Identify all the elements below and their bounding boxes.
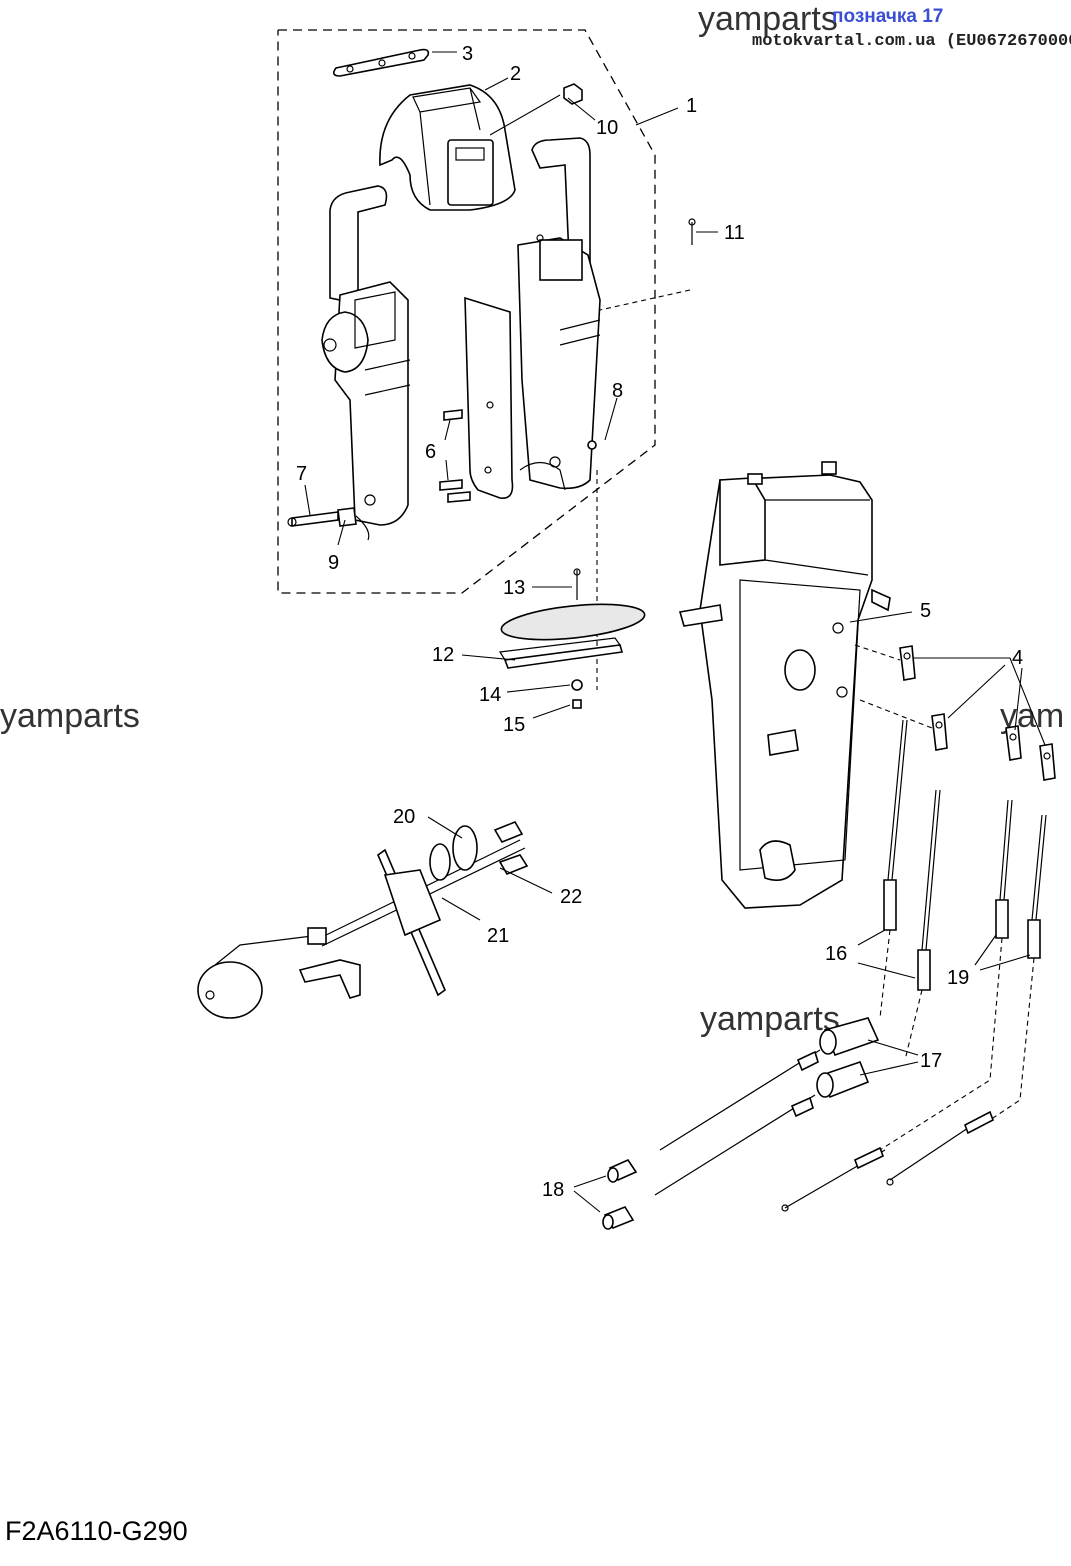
callout-22: 22	[560, 886, 582, 908]
assembly-boundary	[277, 29, 656, 594]
callout-12: 12	[432, 644, 454, 666]
callout-15: 15	[503, 714, 525, 736]
callout-20: 20	[393, 806, 415, 828]
watermark-top: yamparts	[698, 0, 838, 38]
callout-5: 5	[920, 600, 931, 622]
dotted-line-19a	[879, 937, 1003, 1151]
left-control-housing	[321, 185, 411, 526]
dotted-line-16b	[904, 989, 923, 1061]
callout-8: 8	[612, 380, 623, 402]
center-plate	[464, 296, 514, 499]
part-9-clip	[337, 507, 370, 541]
callout-16: 16	[825, 943, 847, 965]
callout-18: 18	[542, 1179, 564, 1201]
part-10-block	[563, 83, 583, 105]
dotted-line-4a	[854, 644, 901, 661]
part-18-caps	[602, 1158, 638, 1230]
dotted-line-19b	[989, 957, 1035, 1121]
callout-2: 2	[510, 63, 521, 85]
dotted-line-11	[599, 289, 691, 311]
part-19-cables	[995, 799, 1047, 959]
part-16-cables	[883, 719, 941, 991]
callout-10: 10	[596, 117, 618, 139]
callout-7: 7	[296, 463, 307, 485]
leader-lines	[304, 51, 1046, 1213]
source-text: motokvartal.com.ua (EU0672670000)	[752, 32, 1071, 51]
part-7-bolt	[287, 511, 339, 527]
callout-9: 9	[328, 552, 339, 574]
dotted-line-16a	[879, 929, 891, 1019]
callout-14: 14	[479, 684, 501, 706]
callouts: 1 2 3 4 5 6 7 8 9 10 11 12 13 14 15 16 1…	[296, 43, 1023, 1201]
diagram-code: F2A6110-G290	[5, 1516, 188, 1546]
callout-19: 19	[947, 967, 969, 989]
dotted-line-4b	[859, 699, 933, 729]
part-14-washer	[571, 679, 583, 691]
callout-13: 13	[503, 577, 525, 599]
part-8-washer	[587, 440, 597, 450]
callout-1: 1	[686, 95, 697, 117]
lever-assembly	[197, 821, 529, 1019]
label-reference: позначка 17	[832, 6, 943, 27]
part-13-pin	[573, 568, 581, 600]
part-15-nut	[572, 699, 582, 709]
callout-6: 6	[425, 441, 436, 463]
part-6-screws	[439, 409, 471, 503]
callout-17: 17	[920, 1050, 942, 1072]
part-17-fittings	[816, 1017, 880, 1099]
part-3-plate	[332, 48, 430, 77]
part-2-cover	[379, 84, 516, 211]
watermark-bottom: yamparts	[700, 1000, 840, 1038]
part-11-pin	[688, 218, 696, 245]
right-control-housing	[517, 137, 601, 491]
callout-11: 11	[724, 222, 745, 244]
remote-control-housing	[678, 461, 891, 909]
watermark-left: yamparts	[0, 697, 140, 735]
callout-4: 4	[1012, 647, 1023, 669]
callout-21: 21	[487, 925, 509, 947]
callout-3: 3	[462, 43, 473, 65]
part-12-bracket	[498, 603, 646, 669]
part-4-cable-ends	[899, 645, 1056, 781]
outer-cables	[654, 1049, 994, 1212]
